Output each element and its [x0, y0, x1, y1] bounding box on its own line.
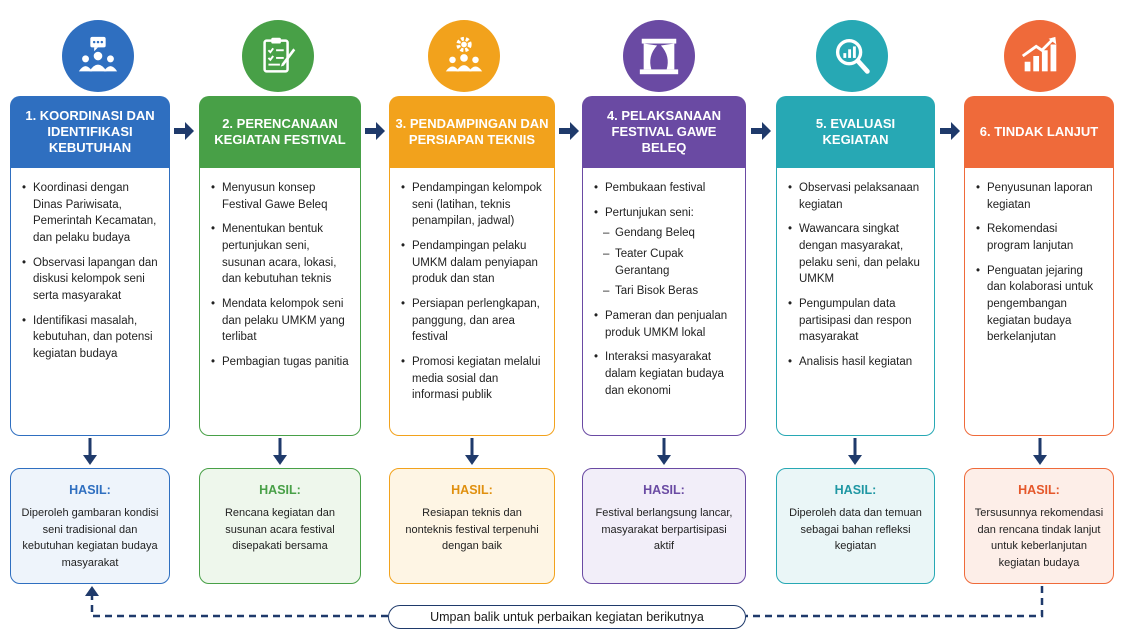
- step2-body: Menyusun konsep Festival Gawe Beleq Mene…: [199, 168, 361, 436]
- sub-list-item: Tari Bisok Beras: [593, 283, 735, 300]
- step3-result-box: HASIL: Resiapan teknis dan nonteknis fes…: [389, 468, 555, 584]
- list-item: Wawancara singkat dengan masyarakat, pel…: [787, 221, 924, 288]
- list-item: Pembagian tugas panitia: [210, 354, 350, 371]
- step6-icon-circle: [1004, 20, 1076, 92]
- step2-result-box: HASIL: Rencana kegiatan dan susunan acar…: [199, 468, 361, 584]
- list-item: Observasi lapangan dan diskusi kelompok …: [21, 255, 159, 305]
- stage-icon: [639, 38, 679, 75]
- result-title: HASIL:: [834, 483, 877, 497]
- step4-body: Pembukaan festival Pertunjukan seni: Gen…: [582, 168, 746, 436]
- step1-body: Koordinasi dengan Dinas Pariwisata, Peme…: [10, 168, 170, 436]
- list-item: Interaksi masyarakat dalam kegiatan buda…: [593, 349, 735, 399]
- list-item: Pertunjukan seni:: [593, 205, 735, 222]
- down-arrow-icon: [273, 438, 287, 465]
- step5-header: 5. EVALUASI KEGIATAN: [776, 96, 935, 168]
- result-text: Diperoleh gambaran kondisi seni tradisio…: [21, 507, 159, 569]
- step4-header: 4. PELAKSANAAN FESTIVAL GAWE BELEQ: [582, 96, 746, 168]
- result-text: Diperoleh data dan temuan sebagai bahan …: [789, 507, 922, 552]
- result-title: HASIL:: [451, 483, 493, 497]
- list-item: Observasi pelaksanaan kegiatan: [787, 180, 924, 213]
- result-text: Festival berlangsung lancar, masyarakat …: [595, 507, 733, 552]
- down-arrow-icon: [465, 438, 479, 465]
- list-item: Penyusunan laporan kegiatan: [975, 180, 1103, 213]
- list-item: Promosi kegiatan melalui media sosial da…: [400, 354, 544, 404]
- step1-icon-circle: [62, 20, 134, 92]
- right-arrow-icon: [559, 122, 579, 140]
- result-title: HASIL:: [69, 483, 111, 497]
- list-item: Identifikasi masalah, kebutuhan, dan pot…: [21, 313, 159, 363]
- step6-header: 6. TINDAK LANJUT: [964, 96, 1114, 168]
- step3-title: 3. PENDAMPINGAN DAN PERSIAPAN TEKNIS: [395, 115, 549, 147]
- list-item: Pembukaan festival: [593, 180, 735, 197]
- step3-body: Pendampingan kelompok seni (latihan, tek…: [389, 168, 555, 436]
- step2-icon-circle: [242, 20, 314, 92]
- list-item: Menyusun konsep Festival Gawe Beleq: [210, 180, 350, 213]
- step1-title: 1. KOORDINASI DAN IDENTIFIKASI KEBUTUHAN: [25, 107, 155, 156]
- step4-icon-circle: [623, 20, 695, 92]
- list-item: Pengumpulan data partisipasi dan respon …: [787, 296, 924, 346]
- list-item: Penguatan jejaring dan kolaborasi untuk …: [975, 263, 1103, 346]
- right-arrow-icon: [174, 122, 194, 140]
- list-item: Persiapan perlengkapan, panggung, dan ar…: [400, 296, 544, 346]
- right-arrow-icon: [365, 122, 385, 140]
- feedback-loop-arrow: [85, 586, 1044, 618]
- step4-title: 4. PELAKSANAAN FESTIVAL GAWE BELEQ: [606, 107, 722, 156]
- result-title: HASIL:: [259, 483, 301, 497]
- right-arrow-icon: [940, 122, 960, 140]
- growth-chart-icon: [1021, 36, 1057, 72]
- list-item: Menentukan bentuk pertunjukan seni, susu…: [210, 221, 350, 288]
- step5-body: Observasi pelaksanaan kegiatan Wawancara…: [776, 168, 935, 436]
- step2-header: 2. PERENCANAAN KEGIATAN FESTIVAL: [199, 96, 361, 168]
- step1-result-box: HASIL: Diperoleh gambaran kondisi seni t…: [10, 468, 170, 584]
- clipboard-checklist-icon: [263, 37, 296, 73]
- down-arrow-icon: [83, 438, 97, 465]
- sub-list-item: Teater Cupak Gerantang: [593, 246, 735, 279]
- magnifier-chart-icon: [835, 38, 870, 74]
- list-item: Koordinasi dengan Dinas Pariwisata, Peme…: [21, 180, 159, 247]
- list-item: Pameran dan penjualan produk UMKM lokal: [593, 308, 735, 341]
- right-arrow-icon: [751, 122, 771, 140]
- step5-title: 5. EVALUASI KEGIATAN: [815, 115, 896, 147]
- step2-title: 2. PERENCANAAN KEGIATAN FESTIVAL: [214, 115, 346, 147]
- step5-icon-circle: [816, 20, 888, 92]
- team-gear-icon: [445, 36, 483, 72]
- list-item: Pendampingan kelompok seni (latihan, tek…: [400, 180, 544, 230]
- feedback-text: Umpan balik untuk perbaikan kegiatan ber…: [430, 610, 704, 624]
- list-item: Analisis hasil kegiatan: [787, 354, 924, 371]
- step5-result-box: HASIL: Diperoleh data dan temuan sebagai…: [776, 468, 935, 584]
- down-arrow-icon: [848, 438, 862, 465]
- result-text: Rencana kegiatan dan susunan acara festi…: [224, 507, 336, 552]
- feedback-label: Umpan balik untuk perbaikan kegiatan ber…: [388, 605, 746, 629]
- step6-body: Penyusunan laporan kegiatan Rekomendasi …: [964, 168, 1114, 436]
- result-title: HASIL:: [643, 483, 685, 497]
- down-arrow-icon: [1033, 438, 1047, 465]
- list-item: Mendata kelompok seni dan pelaku UMKM ya…: [210, 296, 350, 346]
- result-text: Resiapan teknis dan nonteknis festival t…: [405, 507, 539, 552]
- down-arrow-icon: [657, 438, 671, 465]
- result-text: Tersusunnya rekomendasi dan rencana tind…: [974, 507, 1104, 569]
- list-item: Pendampingan pelaku UMKM dalam penyiapan…: [400, 238, 544, 288]
- group-chat-icon: [78, 36, 118, 72]
- step1-header: 1. KOORDINASI DAN IDENTIFIKASI KEBUTUHAN: [10, 96, 170, 168]
- step3-icon-circle: [428, 20, 500, 92]
- step6-result-box: HASIL: Tersusunnya rekomendasi dan renca…: [964, 468, 1114, 584]
- result-title: HASIL:: [1018, 483, 1060, 497]
- step3-header: 3. PENDAMPINGAN DAN PERSIAPAN TEKNIS: [389, 96, 555, 168]
- step6-title: 6. TINDAK LANJUT: [979, 123, 1099, 139]
- step4-result-box: HASIL: Festival berlangsung lancar, masy…: [582, 468, 746, 584]
- list-item: Rekomendasi program lanjutan: [975, 221, 1103, 254]
- sub-list-item: Gendang Beleq: [593, 225, 735, 242]
